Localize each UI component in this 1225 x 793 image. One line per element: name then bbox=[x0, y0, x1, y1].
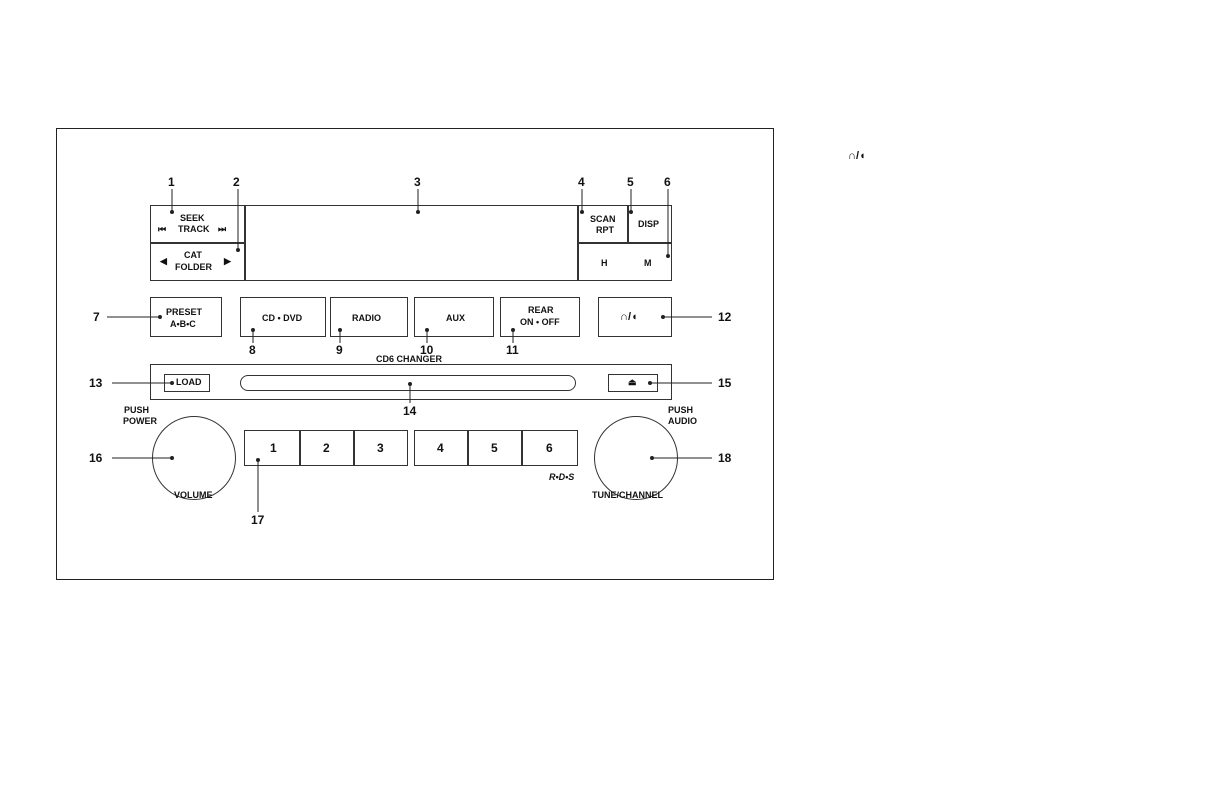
leader-dot-17 bbox=[257, 459, 260, 462]
leader-dot-11 bbox=[512, 329, 515, 332]
leader-dot-1 bbox=[171, 211, 174, 214]
callout-15: 15 bbox=[718, 377, 731, 389]
callout-13: 13 bbox=[89, 377, 102, 389]
leader-dot-15 bbox=[649, 382, 652, 385]
callout-4: 4 bbox=[578, 176, 585, 188]
leader-dot-4 bbox=[581, 211, 584, 214]
leader-dot-12 bbox=[662, 316, 665, 319]
callout-17: 17 bbox=[251, 514, 264, 526]
leader-dot-13 bbox=[171, 382, 174, 385]
leader-dot-5 bbox=[630, 211, 633, 214]
callout-3: 3 bbox=[414, 176, 421, 188]
callout-12: 12 bbox=[718, 311, 731, 323]
leader-dot-9 bbox=[339, 329, 342, 332]
callout-2: 2 bbox=[233, 176, 240, 188]
callout-18: 18 bbox=[718, 452, 731, 464]
leader-dot-16 bbox=[171, 457, 174, 460]
leader-dot-3 bbox=[417, 211, 420, 214]
callout-7: 7 bbox=[93, 311, 100, 323]
leader-dot-10 bbox=[426, 329, 429, 332]
leader-dot-2 bbox=[237, 249, 240, 252]
leader-dot-6 bbox=[667, 255, 670, 258]
callout-9: 9 bbox=[336, 344, 343, 356]
leader-dot-8 bbox=[252, 329, 255, 332]
callout-5: 5 bbox=[627, 176, 634, 188]
callout-8: 8 bbox=[249, 344, 256, 356]
leader-dot-7 bbox=[159, 316, 162, 319]
callout-1: 1 bbox=[168, 176, 175, 188]
callout-14: 14 bbox=[403, 405, 416, 417]
callout-10: 10 bbox=[420, 344, 433, 356]
leader-dot-18 bbox=[651, 457, 654, 460]
leader-dot-14 bbox=[409, 383, 412, 386]
callout-16: 16 bbox=[89, 452, 102, 464]
callout-11: 11 bbox=[506, 344, 519, 356]
callout-6: 6 bbox=[664, 176, 671, 188]
